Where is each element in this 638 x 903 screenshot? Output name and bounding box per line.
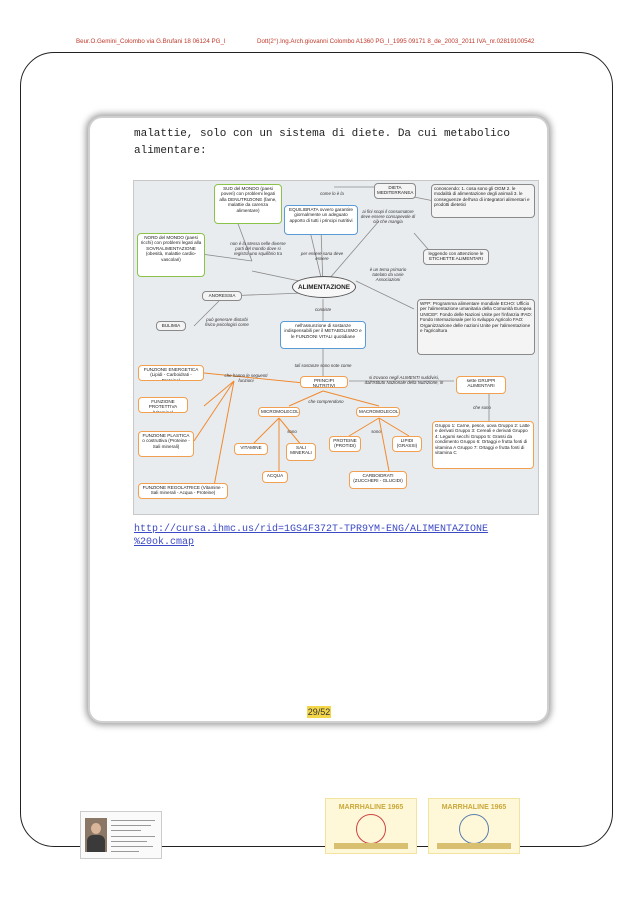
label-come-deve: come lo è la bbox=[320, 191, 344, 196]
word: con bbox=[232, 128, 253, 140]
label-si-trovano: si trovano negli ALIMENTI suddivisi, dal… bbox=[364, 375, 444, 385]
concept-map-image: SUD del MONDO (paesi poveri) con problem… bbox=[133, 180, 539, 515]
word: diete. bbox=[351, 128, 392, 140]
node-sette-gruppi: sette GRUPPI ALIMENTARI bbox=[456, 376, 506, 394]
word: un bbox=[259, 128, 273, 140]
word: malattie, bbox=[134, 128, 194, 140]
label-che-comprendono: che comprendono bbox=[308, 399, 344, 404]
node-energetica: FUNZIONE ENERGETICA (Lipidi - Carboidrat… bbox=[138, 365, 204, 381]
stamp-left-title: MARRHALINE 1965 bbox=[338, 804, 404, 811]
label-sono-micro: sono bbox=[287, 429, 297, 434]
label-consiste: consiste bbox=[314, 307, 332, 312]
label-non-stessa: non è la stessa nelle diverse parti del … bbox=[230, 241, 286, 256]
node-plastica: FUNZIONE PLASTICA o costruttiva (Protein… bbox=[138, 431, 194, 457]
source-link-line-2[interactable]: %20ok.cmap bbox=[134, 537, 195, 548]
node-principi: PRINCIPI NUTRITIVI bbox=[300, 376, 348, 388]
node-carboidrati: CARBOIDRATI (ZUCCHERI - GLUCIDI) bbox=[349, 471, 407, 489]
word: Da bbox=[397, 128, 412, 140]
source-link-line-1[interactable]: http://cursa.ihmc.us/rid=1GS4F372T-TPR9Y… bbox=[134, 524, 489, 535]
node-associazioni: WFP: Programma alimentare mondiale ECHO:… bbox=[417, 299, 535, 355]
node-micro: MICROMOLECOLE bbox=[258, 407, 300, 417]
word: di bbox=[331, 128, 346, 140]
stamp-right-image: MARRHALINE 1965 bbox=[428, 798, 520, 854]
label-che-hanno: che hanno le seguenti funzioni bbox=[224, 373, 268, 383]
node-sali: SALI MINERALI bbox=[286, 443, 316, 461]
business-card-image bbox=[80, 811, 162, 859]
word: solo bbox=[199, 128, 227, 140]
page-frame bbox=[20, 52, 613, 847]
word: sistema bbox=[279, 128, 326, 140]
label-che-sono: che sono bbox=[473, 405, 491, 410]
header-right-text: Dott(2°).Ing.Arch.giovanni Colombo A1360… bbox=[257, 38, 535, 45]
node-gruppi: Gruppo 1: Carne, pesce, uova Gruppo 2: L… bbox=[432, 421, 534, 469]
node-lipidi: LIPIDI (GRASSI) bbox=[392, 436, 422, 452]
node-anoressia: ANORESSIA bbox=[202, 291, 242, 301]
node-leggendo: leggendo con attenzione le ETICHETTE ALI… bbox=[423, 249, 489, 265]
node-sud: SUD del MONDO (paesi poveri) con problem… bbox=[214, 184, 282, 224]
portrait-photo bbox=[85, 818, 107, 852]
node-proteine: PROTEINE (PROTIDI) bbox=[329, 436, 361, 452]
node-dieta: DIETA MEDITERRANEA bbox=[374, 183, 416, 199]
label-ai-fini: ai fini scopi il consumatore deve essere… bbox=[360, 209, 416, 224]
node-bulimia: BULIMIA bbox=[156, 321, 186, 331]
source-link[interactable]: http://cursa.ihmc.us/rid=1GS4F372T-TPR9Y… bbox=[134, 523, 488, 549]
label-tali-sostanze: tali sostanze sono note come bbox=[294, 363, 352, 368]
header-left-text: Beur.O.Gemini_Colombo via G.Brufani 18 0… bbox=[76, 38, 226, 45]
node-vitamine: VITAMINE bbox=[234, 443, 268, 455]
node-alimentazione: ALIMENTAZIONE bbox=[292, 276, 356, 298]
word: cui bbox=[417, 128, 438, 140]
node-equilibrata: EQUILIBRATA ovvero garantire giornalment… bbox=[284, 205, 358, 235]
node-assunzione: nell'assunzione di sostanze indispensabi… bbox=[280, 321, 366, 349]
node-nord: NORD del MONDO (paesi ricchi) con proble… bbox=[137, 233, 205, 277]
label-per-essere: per essere sana deve essere bbox=[300, 251, 344, 261]
label-disturbi: può generare disturbi fisico-psicologici… bbox=[205, 317, 249, 327]
node-conoscendo: conoscendo: 1. cosa sono gli OGM 2. le m… bbox=[431, 184, 535, 218]
body-text-line-1: malattie, solo con un sistema di diete. … bbox=[134, 128, 510, 140]
node-acqua: ACQUA bbox=[262, 471, 288, 483]
page-number-badge: 29/52 bbox=[307, 706, 331, 718]
node-macro: MACROMOLECOLE bbox=[356, 407, 400, 417]
body-text-line-2: alimentare: bbox=[134, 145, 207, 157]
word: metabolico bbox=[443, 128, 510, 140]
label-tema: è un tema primario tutelato da varie Ass… bbox=[369, 267, 407, 282]
stamp-seal-icon bbox=[356, 814, 386, 844]
stamp-seal-icon bbox=[459, 814, 489, 844]
node-regolatrice: FUNZIONE REGOLATRICE (Vitamine - Sali mi… bbox=[138, 483, 228, 499]
stamp-right-title: MARRHALINE 1965 bbox=[441, 804, 507, 811]
node-protettiva: FUNZIONE PROTETTIVA (Vitamine) bbox=[138, 397, 188, 413]
label-sono-macro: sono bbox=[371, 429, 381, 434]
stamp-left-image: MARRHALINE 1965 bbox=[325, 798, 417, 854]
